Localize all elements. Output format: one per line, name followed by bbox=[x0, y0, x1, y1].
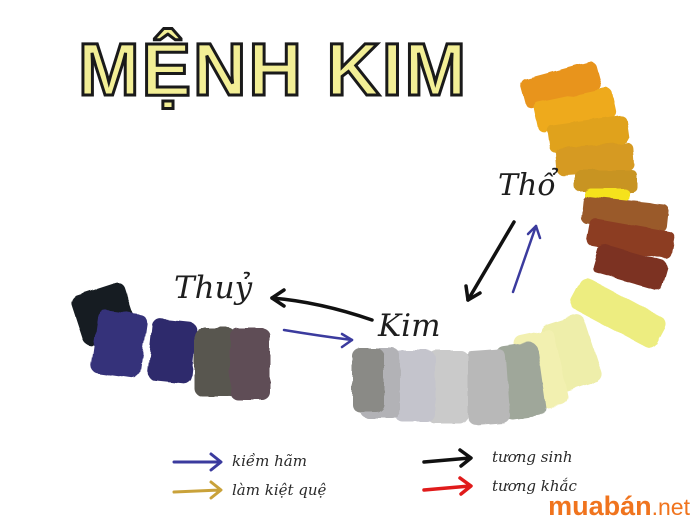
tho-swatch bbox=[592, 244, 668, 290]
legend-tuong-sinh-arrow bbox=[422, 448, 473, 468]
kim-to-thuy-arrowhead bbox=[270, 288, 286, 308]
kim-swatch bbox=[352, 348, 384, 412]
tho-swatch bbox=[575, 170, 637, 192]
kim-swatch bbox=[428, 350, 468, 424]
kim-to-thuy-arrow bbox=[270, 296, 374, 322]
tho-swatch-group bbox=[520, 61, 675, 290]
kim-swatch bbox=[570, 278, 666, 348]
thuy-swatch bbox=[194, 328, 236, 396]
legend-kiem-ham-arrow bbox=[172, 452, 223, 472]
kim-swatch-group bbox=[352, 278, 666, 425]
thuy-swatch bbox=[90, 309, 148, 379]
element-label-tho: Thổ bbox=[498, 168, 556, 203]
tho-swatch bbox=[520, 61, 602, 109]
element-label-thuy: Thuỷ bbox=[174, 270, 253, 306]
legend-label-tuong-sinh: tương sinh bbox=[492, 448, 573, 466]
brand-name: muabán bbox=[548, 491, 652, 521]
thuy-to-kim-arrow bbox=[282, 328, 354, 342]
element-label-kim: Kim bbox=[378, 308, 441, 344]
kim-to-tho-arrow bbox=[511, 224, 538, 294]
legend-tuong-khac-arrow bbox=[422, 476, 473, 496]
thuy-swatch-group bbox=[71, 282, 270, 400]
brand-tld: .net bbox=[651, 494, 690, 520]
legend-label-tuong-khac: tương khắc bbox=[492, 477, 577, 495]
tho-to-kim-arrowhead bbox=[464, 284, 482, 302]
kim-swatch bbox=[464, 349, 510, 425]
brand-logo: muabán.net bbox=[548, 491, 690, 521]
thuy-to-kim-arrowhead bbox=[340, 332, 354, 349]
relation-arrows bbox=[270, 220, 542, 349]
thuy-swatch bbox=[147, 318, 197, 384]
legend-arrows bbox=[172, 448, 473, 500]
tho-to-kim-arrow bbox=[466, 220, 516, 302]
legend-lam-kiet-que-arrow bbox=[172, 480, 223, 500]
kim-to-tho-arrowhead bbox=[526, 224, 542, 240]
legend-label-kiem-ham: kiềm hãm bbox=[232, 452, 307, 470]
legend-label-lam-kiet-que: làm kiệt quệ bbox=[232, 481, 327, 499]
tho-swatch bbox=[547, 115, 629, 153]
kim-swatch bbox=[395, 350, 435, 422]
page-title: MỆNH KIM bbox=[77, 27, 469, 113]
thuy-swatch bbox=[230, 328, 270, 400]
tho-swatch bbox=[555, 142, 635, 176]
